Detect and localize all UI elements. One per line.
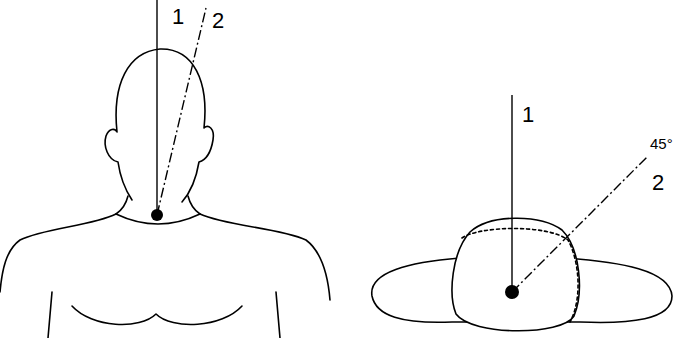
head-outline-top (462, 229, 578, 323)
chest-outline (72, 306, 242, 324)
callout-number: 2 (212, 10, 224, 32)
head-outline (105, 49, 213, 202)
axis-line (157, 8, 206, 215)
pivot-dot (151, 209, 163, 221)
callout-number: 2 (652, 172, 664, 194)
axis-line (156, 0, 157, 215)
axis-line (511, 95, 512, 292)
shoulder-outline (0, 214, 116, 292)
neck-outline (116, 196, 128, 214)
callout-number: 1 (522, 104, 534, 126)
arm-line (276, 292, 280, 338)
callout-number: 1 (172, 6, 184, 28)
shoulder-outline (200, 214, 330, 300)
head-outline-top (452, 218, 579, 331)
axis-line (512, 156, 648, 292)
angle-label: 45° (650, 136, 673, 151)
neck-outline (188, 196, 200, 214)
pivot-dot (505, 285, 519, 299)
arm-line (48, 292, 52, 338)
